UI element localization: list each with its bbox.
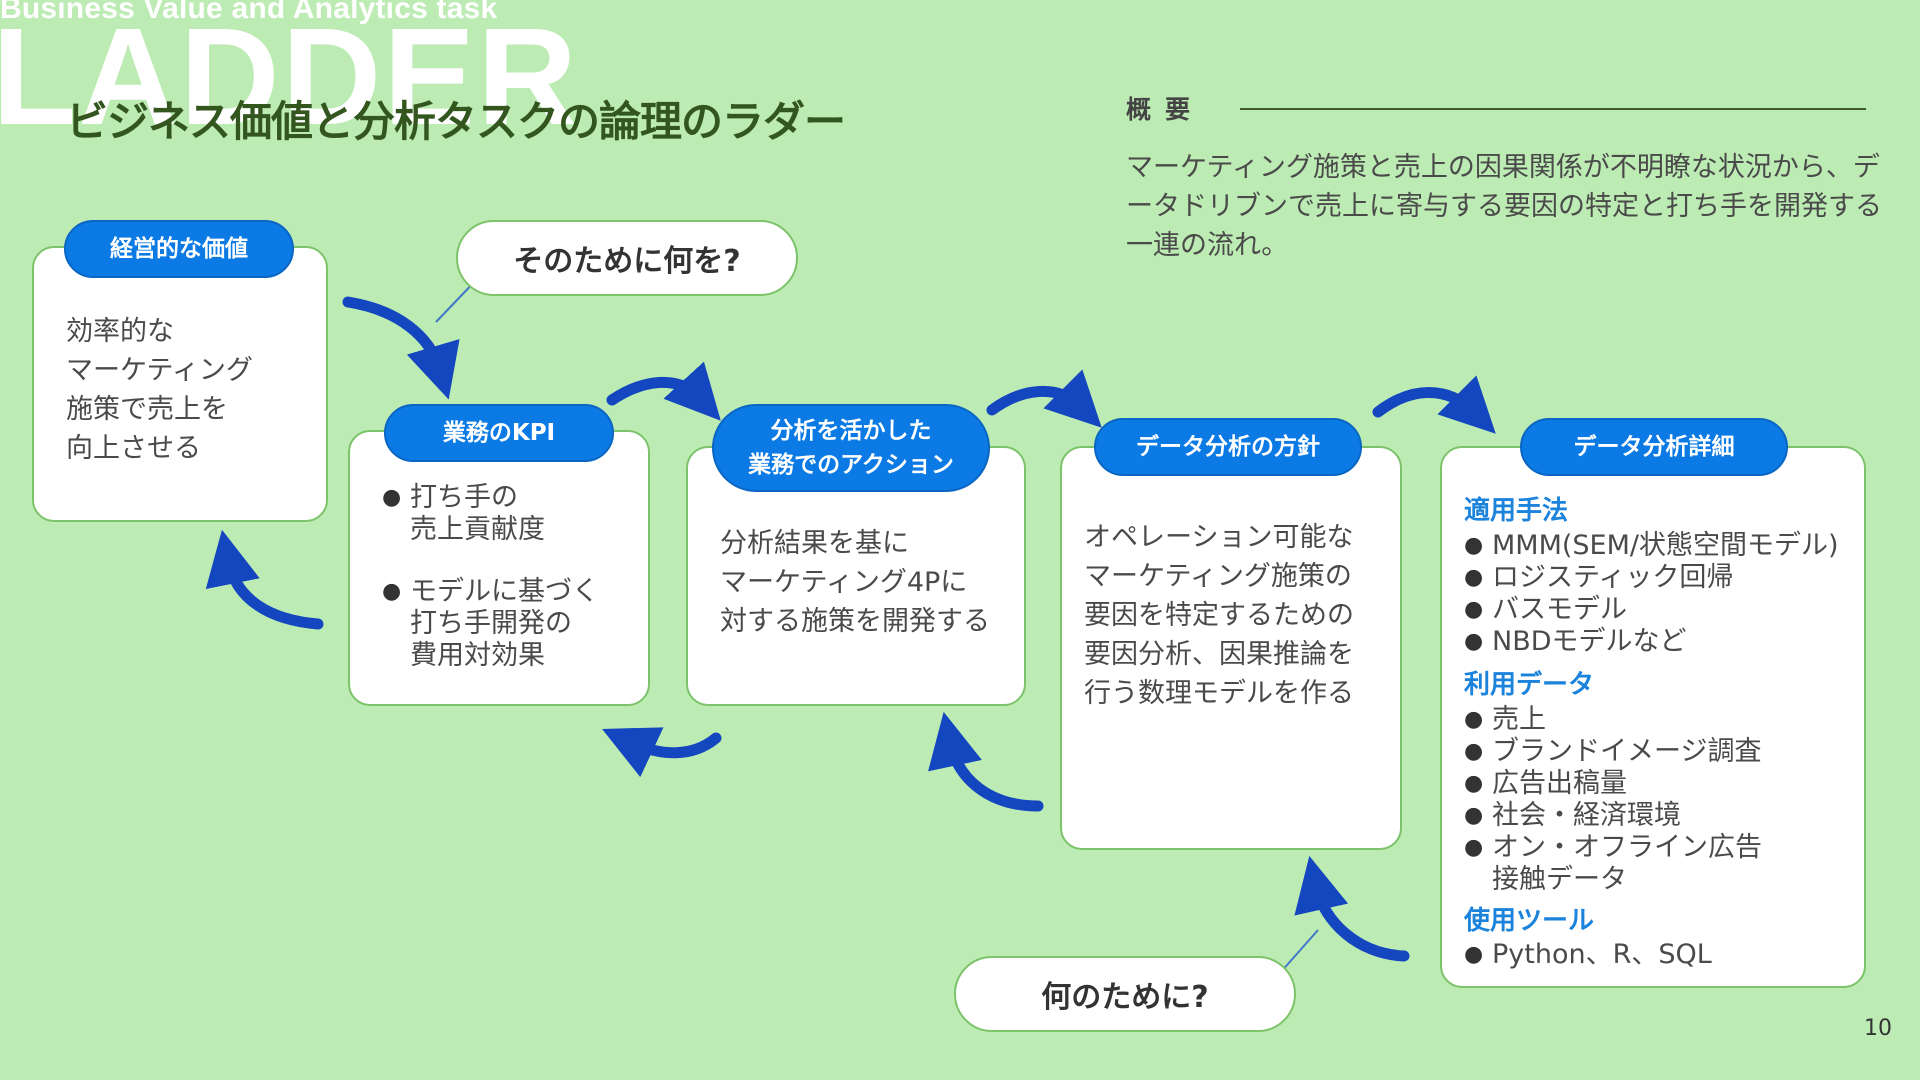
method-item: NBDモデルなど — [1464, 626, 1839, 658]
english-title-watermark: LADDER — [0, 0, 579, 154]
arrow-action-to-kpi — [602, 727, 722, 778]
arrow-value-to-kpi — [342, 296, 460, 400]
kpi-bullet: モデルに基づく 打ち手開発の 費用対効果 — [382, 576, 599, 672]
policy-box — [1060, 446, 1402, 850]
arrow-policy-to-detail — [1372, 375, 1496, 434]
kpi-label-pill: 業務のKPI — [384, 404, 614, 462]
data-item: 売上 — [1464, 704, 1762, 736]
data-list: 売上 ブランドイメージ調査 広告出稿量 社会・経済環境 オン・オフライン広告 接… — [1464, 704, 1762, 896]
arrow-kpi-to-action — [606, 361, 721, 421]
value-body: 効率的な マーケティング 施策で売上を 向上させる — [66, 316, 253, 464]
question-bubble-top: そのために何を? — [456, 220, 798, 296]
data-item: オン・オフライン広告 接触データ — [1464, 832, 1762, 896]
method-item: MMM(SEM/状態空間モデル) — [1464, 530, 1839, 562]
overview-text: マーケティング施策と売上の因果関係が不明瞭な状況から、データドリブンで売上に寄与… — [1126, 152, 1882, 261]
data-item: 社会・経済環境 — [1464, 800, 1762, 832]
methods-list: MMM(SEM/状態空間モデル) ロジスティック回帰 バスモデル NBDモデルな… — [1464, 530, 1839, 658]
policy-label-pill: データ分析の方針 — [1094, 418, 1362, 476]
arrow-kpi-to-value — [205, 529, 324, 630]
kpi-bullet: 打ち手の 売上貢献度 — [382, 482, 599, 546]
overview-label: 概要 — [1126, 95, 1205, 124]
action-body: 分析結果を基に マーケティング4Pに 対する施策を開発する — [720, 528, 990, 637]
detail-label-pill: データ分析詳細 — [1520, 418, 1788, 476]
overview-divider — [1240, 108, 1866, 110]
value-box — [32, 246, 328, 522]
english-subtitle: Business Value and Analytics task — [0, 0, 498, 25]
data-heading: 利用データ — [1464, 670, 1595, 700]
question-bubble-bottom: 何のために? — [954, 956, 1296, 1032]
data-item: 広告出稿量 — [1464, 768, 1762, 800]
tools-heading: 使用ツール — [1464, 906, 1595, 936]
arrow-detail-to-policy — [1294, 855, 1410, 962]
method-item: バスモデル — [1464, 594, 1839, 626]
tools-list: Python、R、SQL — [1464, 939, 1712, 971]
kpi-bullet-list: 打ち手の 売上貢献度 モデルに基づく 打ち手開発の 費用対効果 — [382, 482, 599, 702]
tool-item: Python、R、SQL — [1464, 939, 1712, 971]
arrow-action-to-policy — [986, 369, 1102, 428]
value-label-pill: 経営的な価値 — [64, 220, 294, 278]
policy-body: オペレーション可能な マーケティング施策の 要因を特定するための 要因分析、因果… — [1084, 522, 1354, 709]
page-number: 10 — [1864, 1016, 1892, 1041]
arrow-policy-to-action — [928, 711, 1044, 812]
methods-heading: 適用手法 — [1464, 496, 1569, 526]
page-title: ビジネス価値と分析タスクの論理のラダー — [66, 97, 846, 146]
action-label-pill: 分析を活かした 業務でのアクション — [712, 404, 990, 492]
data-item: ブランドイメージ調査 — [1464, 736, 1762, 768]
method-item: ロジスティック回帰 — [1464, 562, 1839, 594]
